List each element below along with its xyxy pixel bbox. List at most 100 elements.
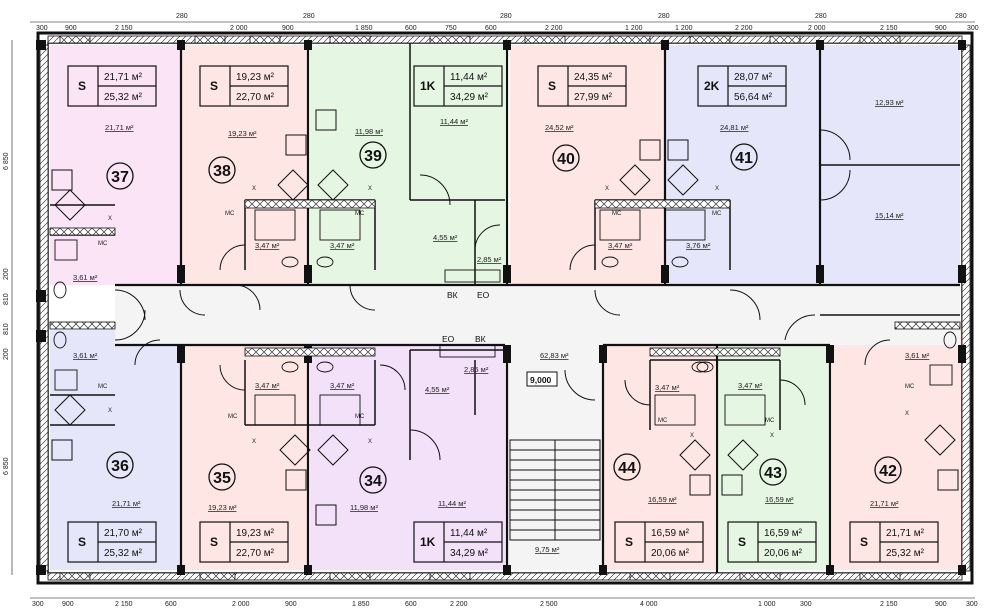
svg-text:20,06 м²: 20,06 м² xyxy=(764,548,803,559)
svg-text:600: 600 xyxy=(405,601,417,608)
svg-text:6 850: 6 850 xyxy=(3,457,10,475)
svg-text:25,32 м²: 25,32 м² xyxy=(886,548,925,559)
door-swings xyxy=(114,129,891,461)
svg-text:56,64 м²: 56,64 м² xyxy=(734,92,773,103)
svg-text:3,47 м²: 3,47 м² xyxy=(608,241,633,250)
apt-36-type: S xyxy=(78,535,86,549)
svg-text:19,23 м²: 19,23 м² xyxy=(228,129,257,138)
svg-text:24,35 м²: 24,35 м² xyxy=(574,72,613,83)
svg-text:24,52 м²: 24,52 м² xyxy=(545,123,574,132)
fixture-labels: МС МС МС МС МС МС МС МС МС МС МС X X X X… xyxy=(98,186,915,445)
stair-area: 9,75 м² xyxy=(535,545,560,554)
apt-34-type: 1K xyxy=(420,535,436,549)
svg-text:280: 280 xyxy=(303,13,315,20)
svg-text:11,44 м²: 11,44 м² xyxy=(440,117,468,126)
shaft-labels: ВК ЕО ЕО ВК xyxy=(442,290,490,344)
svg-text:16,59 м²: 16,59 м² xyxy=(648,495,677,504)
svg-text:11,44 м²: 11,44 м² xyxy=(450,72,488,83)
svg-text:900: 900 xyxy=(65,25,77,32)
svg-text:ЕО: ЕО xyxy=(477,290,490,300)
svg-text:МС: МС xyxy=(98,241,108,247)
apt-39-fill xyxy=(310,45,505,285)
svg-text:2,85 м²: 2,85 м² xyxy=(477,255,502,264)
svg-text:21,71 м²: 21,71 м² xyxy=(105,123,134,132)
svg-text:X: X xyxy=(108,216,112,222)
svg-text:2 150: 2 150 xyxy=(115,601,133,608)
svg-text:2 150: 2 150 xyxy=(115,25,133,32)
svg-text:11,44 м²: 11,44 м² xyxy=(450,528,488,539)
svg-text:600: 600 xyxy=(485,25,497,32)
svg-text:МС: МС xyxy=(355,414,365,420)
partitions-misc xyxy=(50,43,960,460)
svg-text:900: 900 xyxy=(935,601,947,608)
apt-41-type: 2K xyxy=(704,79,720,93)
apt-44-type: S xyxy=(625,535,633,549)
apt-38-type: S xyxy=(210,79,218,93)
apt-34-fill xyxy=(310,345,505,570)
apt-42-type: S xyxy=(860,535,868,549)
svg-text:МС: МС xyxy=(225,211,235,217)
svg-text:3,47 м²: 3,47 м² xyxy=(738,381,763,390)
svg-text:X: X xyxy=(690,433,694,439)
svg-text:4 000: 4 000 xyxy=(640,601,658,608)
svg-text:16,59 м²: 16,59 м² xyxy=(764,528,803,539)
svg-text:1 850: 1 850 xyxy=(355,25,373,32)
svg-text:280: 280 xyxy=(955,13,967,20)
svg-text:2 200: 2 200 xyxy=(735,25,753,32)
svg-text:X: X xyxy=(715,186,719,192)
svg-text:900: 900 xyxy=(62,601,74,608)
svg-text:300: 300 xyxy=(800,601,812,608)
staircase xyxy=(509,439,601,541)
apt-numbers: 37 38 39 40 41 36 35 34 44 43 42 xyxy=(111,148,897,490)
window-band-left xyxy=(39,44,49,572)
apt-number-34: 34 xyxy=(364,473,382,490)
apt-number-38: 38 xyxy=(213,163,231,180)
svg-text:600: 600 xyxy=(405,25,417,32)
svg-text:ВК: ВК xyxy=(475,334,486,344)
svg-text:2 200: 2 200 xyxy=(450,601,468,608)
apt-44-fill xyxy=(603,345,715,570)
svg-text:25,32 м²: 25,32 м² xyxy=(104,92,143,103)
apt-number-44: 44 xyxy=(618,460,636,477)
svg-text:X: X xyxy=(108,408,112,414)
svg-text:4,55 м²: 4,55 м² xyxy=(425,385,450,394)
apt-39-type: 1K xyxy=(420,79,436,93)
svg-text:2,85 м²: 2,85 м² xyxy=(464,365,489,374)
svg-text:3,47 м²: 3,47 м² xyxy=(255,381,280,390)
svg-text:280: 280 xyxy=(815,13,827,20)
room-areas: 21,71 м² 3,61 м² 19,23 м² 3,47 м² 11,98 … xyxy=(73,98,930,554)
svg-text:25,32 м²: 25,32 м² xyxy=(104,548,143,559)
apt-37-type: S xyxy=(78,79,86,93)
apt-41-fill xyxy=(665,45,960,310)
svg-text:3,61 м²: 3,61 м² xyxy=(73,273,98,282)
svg-text:22,70 м²: 22,70 м² xyxy=(236,548,275,559)
svg-text:X: X xyxy=(368,439,372,445)
apt-40-type: S xyxy=(548,79,556,93)
svg-text:МС: МС xyxy=(712,211,722,217)
svg-text:200: 200 xyxy=(3,348,10,360)
walls xyxy=(11,21,975,599)
svg-text:900: 900 xyxy=(282,25,294,32)
dim-top: 300 900 2 150 2 000 900 1 850 600 750 60… xyxy=(36,13,979,32)
svg-text:1 200: 1 200 xyxy=(675,25,693,32)
svg-text:ЕО: ЕО xyxy=(442,334,455,344)
svg-text:МС: МС xyxy=(905,384,915,390)
svg-text:11,98 м²: 11,98 м² xyxy=(355,127,383,136)
svg-text:1 000: 1 000 xyxy=(758,601,776,608)
svg-text:2 150: 2 150 xyxy=(880,601,898,608)
summary-box-frames xyxy=(67,65,939,563)
apt-number-42: 42 xyxy=(879,463,897,480)
windows xyxy=(49,35,961,581)
svg-text:19,23 м²: 19,23 м² xyxy=(208,503,237,512)
svg-text:X: X xyxy=(252,186,256,192)
dim-bottom: 300 900 2 150 600 2 000 900 1 850 600 2 … xyxy=(32,601,978,608)
svg-text:1 850: 1 850 xyxy=(352,601,370,608)
apt-number-36: 36 xyxy=(111,458,129,475)
svg-text:300: 300 xyxy=(967,25,979,32)
svg-text:3,47 м²: 3,47 м² xyxy=(255,241,280,250)
svg-text:15,14 м²: 15,14 м² xyxy=(875,211,904,220)
svg-text:21,71 м²: 21,71 м² xyxy=(112,499,141,508)
apt-number-circles xyxy=(106,141,902,494)
apt-43-fill xyxy=(718,345,830,570)
svg-text:3,76 м²: 3,76 м² xyxy=(686,241,711,250)
